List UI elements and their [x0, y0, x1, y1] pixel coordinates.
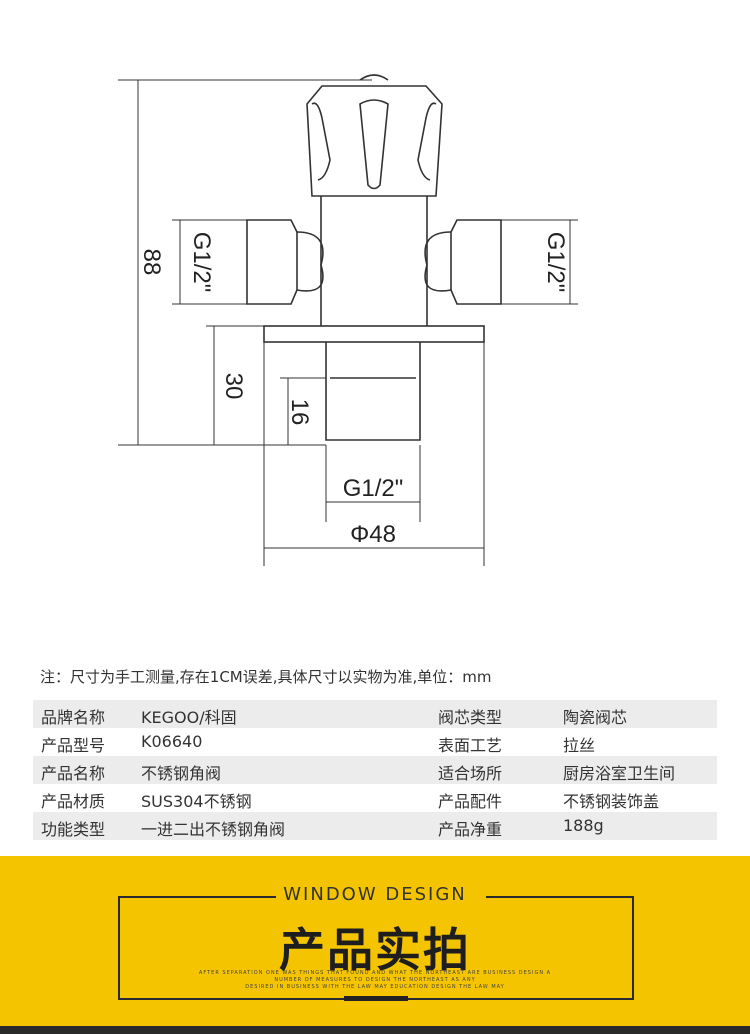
- spec-value: 188g: [563, 816, 604, 835]
- bottom-strip: [0, 1026, 750, 1034]
- right-outlet-neck: [424, 231, 452, 292]
- bottom-thread: [325, 342, 421, 441]
- spec-value: 陶瓷阀芯: [563, 708, 628, 727]
- spec-label: 产品配件: [438, 792, 503, 811]
- spec-value: SUS304不锈钢: [141, 792, 252, 811]
- spec-row: 产品名称 不锈钢角阀 适合场所 厨房浴室卫生间: [33, 756, 717, 784]
- measurement-note: 注：尺寸为手工测量,存在1CM误差,具体尺寸以实物为准,单位：mm: [40, 668, 492, 686]
- banner-accent-bar: [344, 996, 408, 1001]
- handle-cap: [359, 74, 389, 81]
- handle-ridge-left: [311, 102, 331, 181]
- spec-value: K06640: [141, 732, 203, 751]
- frame-gap: [276, 890, 486, 904]
- spec-row: 产品型号 K06640 表面工艺 拉丝: [33, 728, 717, 756]
- spec-value: KEGOO/科固: [141, 708, 237, 727]
- dim-left-thread: G1/2": [188, 232, 215, 293]
- spec-label: 产品净重: [438, 820, 503, 839]
- dim-flange-diameter: Φ48: [350, 521, 396, 548]
- dim-bottom-thread: G1/2": [343, 475, 404, 502]
- dim-thread-length: 16: [286, 399, 313, 426]
- spec-table: 品牌名称 KEGOO/科固 阀芯类型 陶瓷阀芯 产品型号 K06640 表面工艺…: [33, 700, 717, 840]
- spec-value: 厨房浴室卫生间: [563, 764, 676, 783]
- product-photo-banner: WINDOW DESIGN 产品实拍 AFTER SEPARATION ONE …: [0, 856, 750, 1034]
- spec-row: 品牌名称 KEGOO/科固 阀芯类型 陶瓷阀芯: [33, 700, 717, 728]
- left-outlet-neck: [296, 231, 324, 292]
- valve-body: [320, 196, 428, 326]
- dim-right-thread: G1/2": [542, 232, 569, 293]
- handle-ridge-center: [359, 99, 389, 190]
- spec-value: 不锈钢装饰盖: [563, 792, 660, 811]
- spec-label: 阀芯类型: [438, 708, 503, 727]
- banner-fine-print: AFTER SEPARATION ONE WAS THINGS THAT FOU…: [198, 970, 552, 976]
- banner-subtitle: WINDOW DESIGN: [283, 884, 467, 905]
- spec-row: 产品材质 SUS304不锈钢 产品配件 不锈钢装饰盖: [33, 784, 717, 812]
- banner-fine-print: NUMBER OF MEASURES TO DESIGN THE NORTHEA…: [274, 977, 476, 983]
- spec-value: 不锈钢角阀: [141, 764, 222, 783]
- valve-technical-drawing: 88 G1/2" G1/2" 30 16 G1/2" Φ48: [118, 74, 578, 566]
- left-outlet-nut: [246, 219, 298, 305]
- right-outlet-nut: [450, 219, 502, 305]
- spec-label: 表面工艺: [438, 736, 503, 755]
- spec-label: 产品名称: [41, 764, 106, 783]
- spec-label: 产品材质: [41, 792, 106, 811]
- flange: [263, 325, 485, 343]
- banner-fine-print: DESIRED IN BUSINESS WITH THE LAW MAY EDU…: [245, 984, 505, 990]
- spec-value: 拉丝: [563, 736, 596, 755]
- dim-total-height: 88: [138, 249, 165, 276]
- spec-row: 功能类型 一进二出不锈钢角阀 产品净重 188g: [33, 812, 717, 840]
- handle-ridge-right: [417, 102, 437, 181]
- spec-label: 功能类型: [41, 820, 106, 839]
- spec-label: 品牌名称: [41, 708, 106, 727]
- spec-label: 适合场所: [438, 764, 503, 783]
- dim-base-height: 30: [220, 373, 247, 400]
- banner-title: 产品实拍: [279, 923, 471, 977]
- valve-handle-outline: [306, 85, 443, 197]
- spec-value: 一进二出不锈钢角阀: [141, 820, 286, 839]
- spec-label: 产品型号: [41, 736, 106, 755]
